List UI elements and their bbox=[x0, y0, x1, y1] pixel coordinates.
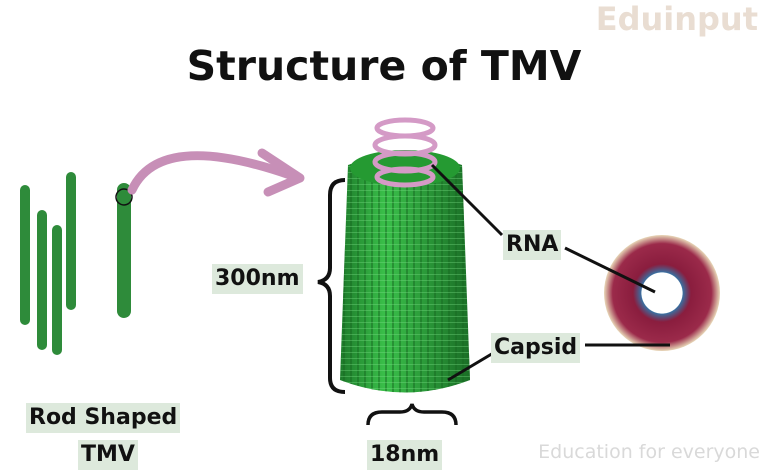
length-brace bbox=[317, 178, 346, 394]
rna-label: RNA bbox=[503, 230, 562, 260]
arrow-icon bbox=[127, 151, 295, 195]
width-brace bbox=[366, 403, 458, 426]
rod-highlight-circle bbox=[115, 188, 133, 206]
capsid-label: Capsid bbox=[491, 333, 581, 363]
tmv-label: TMV bbox=[78, 440, 138, 470]
rod-shaped-label: Rod Shaped bbox=[26, 403, 181, 433]
watermark-logo: Eduinput bbox=[595, 0, 758, 38]
page-title: Structure of TMV bbox=[186, 42, 582, 90]
capsid-leader-line bbox=[447, 350, 496, 382]
rod bbox=[37, 210, 47, 350]
rod bbox=[20, 185, 30, 325]
rna-pointer-line bbox=[564, 246, 656, 294]
rod bbox=[66, 172, 76, 310]
rod bbox=[117, 183, 131, 318]
arrow-head-icon bbox=[257, 148, 305, 197]
width-label: 18nm bbox=[367, 440, 443, 470]
rod bbox=[52, 225, 62, 355]
rna-helix bbox=[372, 117, 438, 188]
length-label: 300nm bbox=[212, 264, 303, 294]
rod-shaped-tmv-group bbox=[20, 172, 133, 355]
watermark-tagline: Education for everyone bbox=[538, 441, 760, 463]
rna-leader-line bbox=[430, 163, 504, 237]
capsid-cylinder bbox=[340, 150, 470, 393]
cross-section bbox=[604, 235, 720, 351]
